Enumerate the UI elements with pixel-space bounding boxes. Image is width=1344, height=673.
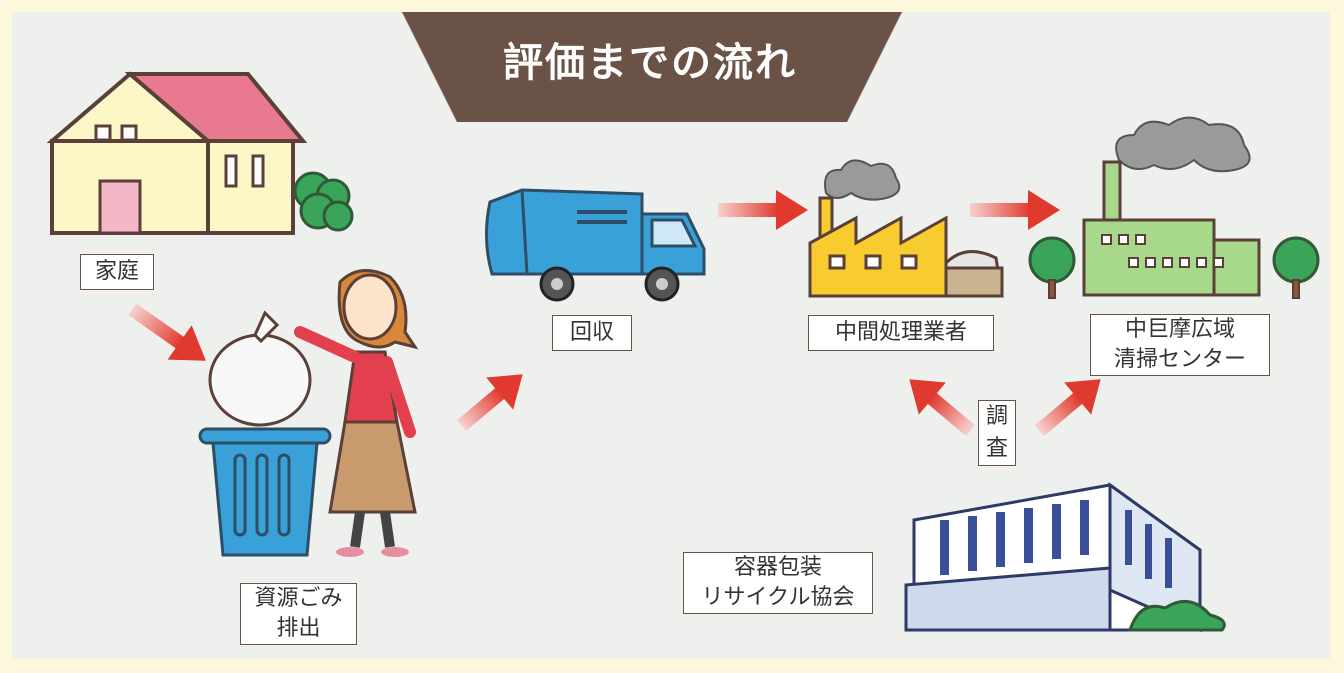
label-center-line1: 中巨摩広域 <box>1124 317 1235 342</box>
association-building-icon <box>904 482 1226 633</box>
label-discharge: 資源ごみ 排出 <box>240 583 357 645</box>
arrow-survey-to-processor <box>909 379 976 437</box>
arrow-survey-to-center <box>1034 379 1101 437</box>
label-survey-line2: 査 <box>985 436 1008 461</box>
label-home: 家庭 <box>80 254 154 290</box>
arrow-discharge-to-collection <box>456 374 523 432</box>
label-discharge-line1: 資源ごみ <box>254 586 343 611</box>
label-association: 容器包装 リサイクル協会 <box>683 552 873 614</box>
label-collection: 回収 <box>552 315 632 351</box>
page-title: 評価までの流れ <box>503 40 797 86</box>
house-icon <box>46 71 354 235</box>
label-processor: 中間処理業者 <box>808 315 994 351</box>
label-association-line2: リサイクル協会 <box>701 585 855 610</box>
label-center: 中巨摩広域 清掃センター <box>1090 314 1270 376</box>
label-association-line1: 容器包装 <box>733 555 822 580</box>
arrow-processor-to-center <box>970 190 1060 230</box>
arrow-collection-to-processor <box>718 190 808 230</box>
garbage-truck-icon <box>484 188 706 302</box>
arrow-home-to-discharge <box>128 303 206 361</box>
label-survey: 調 査 <box>978 400 1016 466</box>
label-survey-line1: 調 <box>985 404 1008 429</box>
woman-illustration-icon <box>294 269 419 557</box>
processor-factory-icon <box>808 159 1004 298</box>
label-discharge-line2: 排出 <box>276 616 321 641</box>
trash-can-icon <box>198 310 332 557</box>
cleaning-center-icon <box>1028 116 1320 299</box>
title-banner <box>402 12 902 122</box>
label-center-line2: 清掃センター <box>1113 347 1246 372</box>
